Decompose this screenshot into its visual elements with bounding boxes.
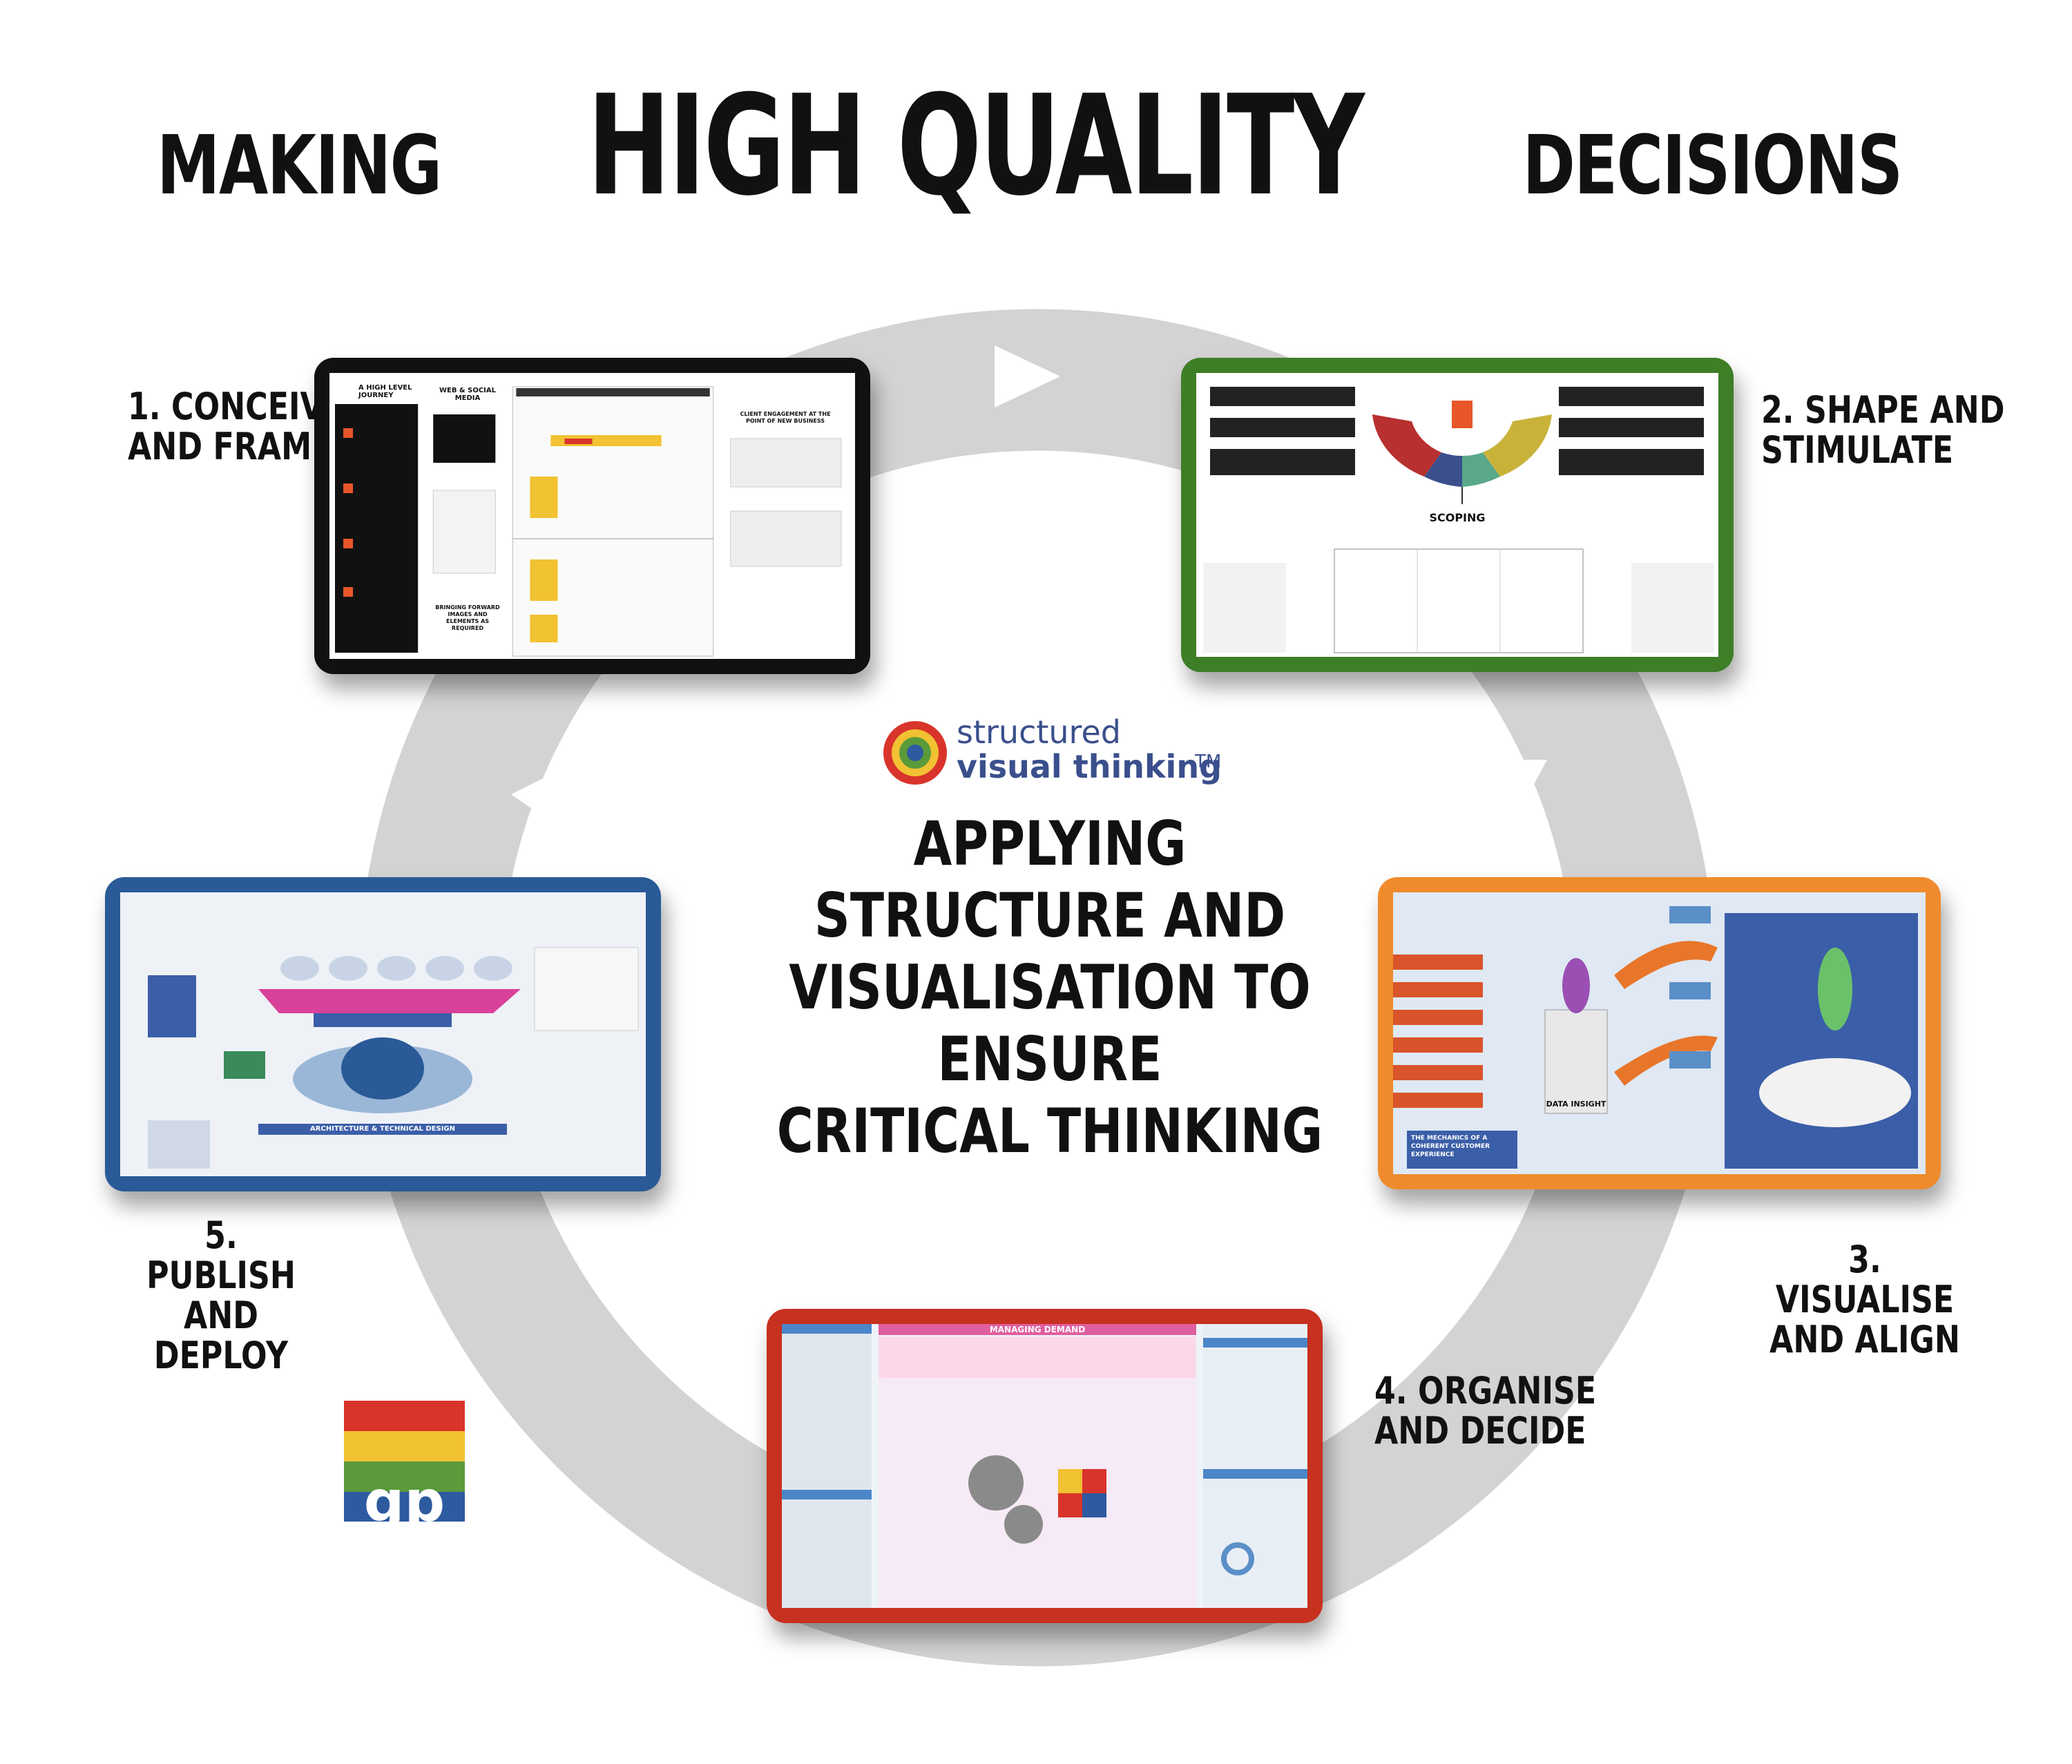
- visualise-slide-illustration: [1393, 892, 1926, 1174]
- gp-logo-icon: [344, 1401, 465, 1522]
- conceive-heading: A HIGH LEVEL JOURNEY: [358, 384, 412, 399]
- cycle-arrow-top: [995, 345, 1060, 408]
- page-title: MAKING HIGH QUALITY DECISIONS: [0, 66, 2072, 227]
- step-label-visualise: 3. VISUALISE AND ALIGN: [1769, 1238, 1960, 1361]
- step-label-publish: 5. PUBLISH AND DEPLOY: [146, 1214, 296, 1377]
- organise-heading: MANAGING DEMAND: [989, 1325, 1086, 1334]
- cycle-arrow-lower-left: [653, 1247, 711, 1302]
- step-label-organise: 4. ORGANISE AND DECIDE: [1374, 1369, 1597, 1453]
- screen-shape: SCOPING: [1181, 358, 1734, 672]
- structured-visual-thinking-logo-icon: [883, 721, 947, 785]
- visualise-mechanics: THE MECHANICS OF A COHERENT CUSTOMER EXP…: [1411, 1135, 1490, 1158]
- shape-scoping: SCOPING: [1429, 511, 1486, 524]
- cycle-arrow-lower-right: [1378, 1240, 1423, 1298]
- screen-organise: MANAGING DEMAND: [767, 1309, 1323, 1623]
- cycle-arrow-right: [1495, 760, 1547, 812]
- center-statement: APPLYING STRUCTURE AND VISUALISATION TO …: [776, 808, 1323, 1167]
- cycle-arrow-left: [511, 774, 556, 825]
- organise-slide-illustration: [782, 1324, 1307, 1608]
- step-label-shape: 2. SHAPE AND STIMULATE: [1761, 388, 2005, 472]
- title-prefix: MAKING: [157, 117, 443, 213]
- conceive-client: CLIENT ENGAGEMENT AT THE POINT OF NEW BU…: [740, 411, 831, 424]
- publish-heading: ARCHITECTURE & TECHNICAL DESIGN: [309, 1125, 456, 1133]
- step-label-conceive: 1. CONCEIVE AND FRAME: [128, 385, 345, 468]
- gp-logo-text: gp: [363, 1469, 445, 1535]
- visualise-data-insight: DATA INSIGHT: [1546, 1100, 1606, 1109]
- brand-line2: visual thinking: [957, 748, 1222, 785]
- brand-trademark: TM: [1195, 751, 1222, 772]
- screen-publish: ARCHITECTURE & TECHNICAL DESIGN: [105, 877, 661, 1191]
- title-suffix: DECISIONS: [1522, 117, 1903, 213]
- conceive-media: WEB & SOCIAL MEDIA: [439, 387, 497, 402]
- shape-slide-illustration: [1196, 373, 1718, 657]
- screen-visualise: DATA INSIGHT THE MECHANICS OF A COHERENT…: [1378, 877, 1941, 1189]
- publish-slide-illustration: [120, 892, 646, 1176]
- title-emphasis: HIGH QUALITY: [587, 66, 1365, 227]
- brand-line1: structured: [957, 713, 1121, 751]
- conceive-slide-illustration: [329, 373, 855, 659]
- screen-conceive: A HIGH LEVEL JOURNEY WEB & SOCIAL MEDIA …: [314, 358, 870, 674]
- conceive-bring: BRINGING FORWARD IMAGES AND ELEMENTS AS …: [435, 604, 500, 631]
